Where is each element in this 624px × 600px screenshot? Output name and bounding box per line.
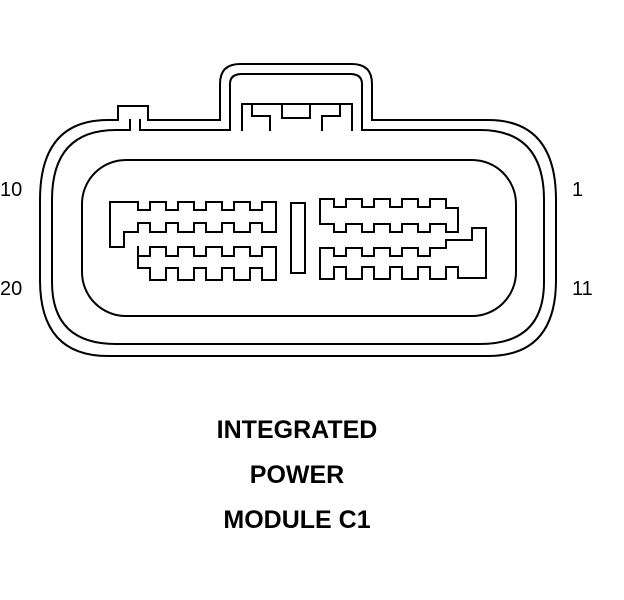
cavity-row-left-top [109,201,277,248]
terminal-cavities [109,198,487,281]
center-polarizing-key [290,202,306,274]
pin-label-1: 1 [572,179,583,201]
connector-outer-shell [39,63,557,357]
caption-line-3: MODULE C1 [223,506,370,534]
cavity-row-left-bottom [137,246,277,281]
caption-line-2: POWER [250,461,344,489]
pin-label-20: 20 [0,278,22,300]
cavity-row-right-top [319,198,459,233]
pin-label-11: 11 [572,278,593,300]
connector-lock-slot [241,103,353,131]
pin-number-labels: 10 1 20 11 [0,179,593,300]
connector-housing [39,63,557,357]
pin-label-10: 10 [0,179,22,201]
cavity-row-right-bottom [319,227,487,280]
connector-caption: INTEGRATED POWER MODULE C1 [217,416,378,534]
caption-line-1: INTEGRATED [217,416,378,444]
connector-face [81,159,517,317]
connector-inner-shell [51,73,545,345]
